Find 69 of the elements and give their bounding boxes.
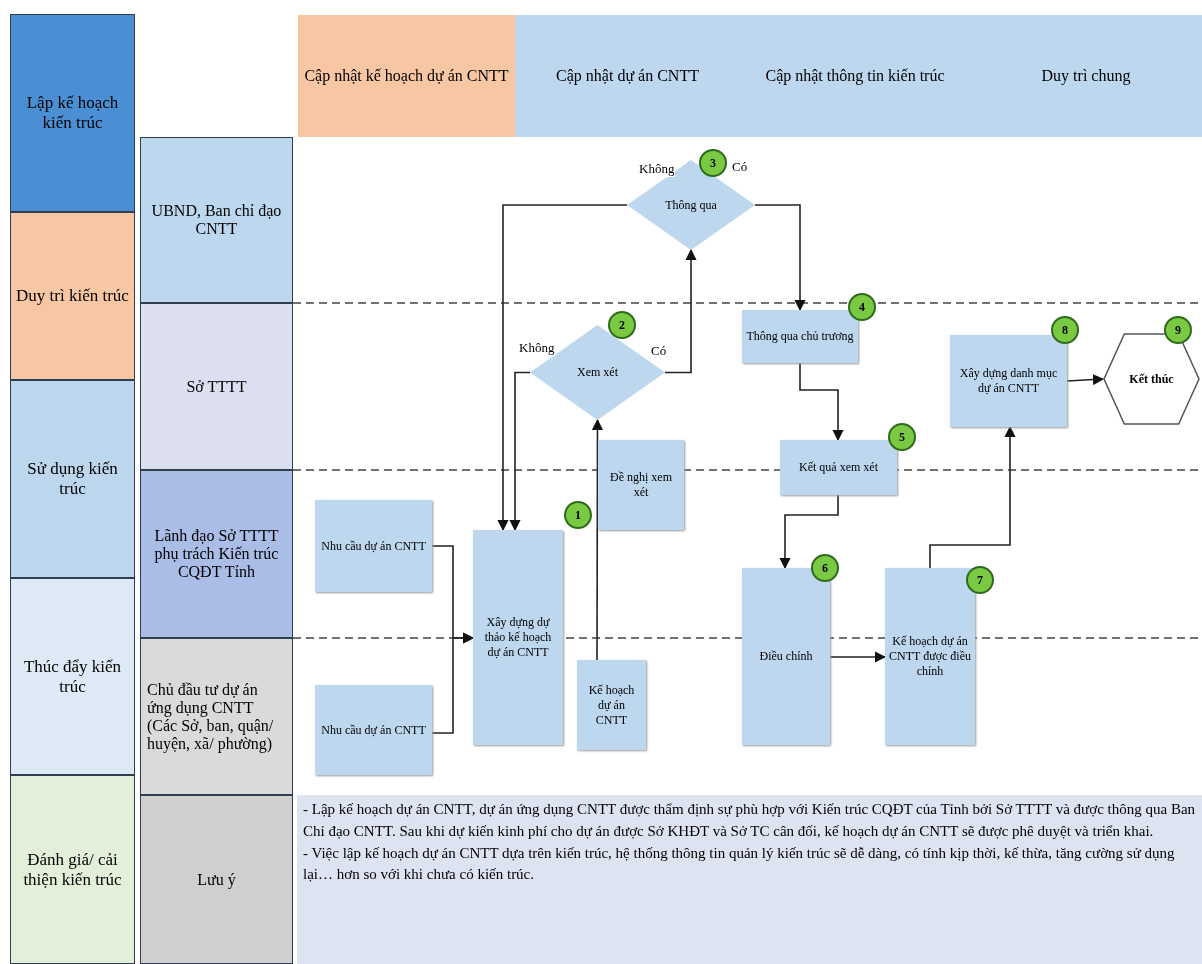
phase-label: Sử dụng kiến trúc — [26, 459, 119, 499]
lane-label: UBND, Ban chỉ đạo CNTT — [150, 202, 283, 238]
phase-band — [10, 578, 135, 775]
phase-label: Lập kế hoạch kiến trúc — [25, 93, 120, 133]
arrow — [497, 204, 628, 532]
diamond-label: Xem xét — [577, 365, 618, 380]
lane-label: Lãnh đạo Sở TTTT phụ trách Kiến trúc CQĐT Tỉnh — [153, 527, 280, 581]
box-label: Nhu cầu dự án CNTT — [321, 722, 426, 738]
arrow — [799, 362, 844, 442]
box-label: Điều chỉnh — [759, 649, 813, 664]
step-number-badge: 3 — [699, 149, 727, 177]
box-label: Kế hoạch dự án CNTT được điều chỉnh — [889, 634, 971, 679]
phase-band — [10, 380, 135, 578]
arrow — [1066, 373, 1105, 386]
lane-header — [140, 795, 293, 964]
lane-header — [140, 470, 293, 638]
step-number-badge: 6 — [811, 554, 839, 582]
note-paragraph: - Lập kế hoạch dự án CNTT, dự án ứng dụng CNTT được thẩm định sự phù hợp với Kiến trúc CQĐT của Tỉnh bởi Sở TTTT và được thông qua Ban Chỉ đạo CNTT. Sau khi dự kiến kinh phí cho dự án được Sở KHĐT và Sở TC cân đối, kế hoạch dự án CNTT sẽ được phê duyệt và triển khai. — [303, 800, 1196, 841]
box-label: Xây dựng danh mục dự án CNTT — [958, 366, 1059, 396]
header-label: Cập nhật kế hoạch dự án CNTT — [304, 67, 509, 85]
process-box — [577, 660, 646, 750]
terminator-label: Kết thúc — [1129, 371, 1174, 387]
step-number-badge: 9 — [1164, 316, 1192, 344]
box-label: Kế hoạch dự án CNTT — [587, 682, 636, 728]
step-number-badge: 7 — [966, 566, 994, 594]
edge-label: Không — [518, 340, 556, 356]
lane-label: Lưu ý — [197, 870, 236, 889]
box-label: Nhu cầu dự án CNTT — [321, 538, 426, 554]
process-box — [315, 500, 432, 592]
step-number-badge: 4 — [848, 293, 876, 321]
step-number-badge: 1 — [564, 501, 592, 529]
box-label: Xây dựng dự thảo kế hoạch dự án CNTT — [483, 615, 553, 660]
header-label: Cập nhật dự án CNTT — [556, 67, 699, 85]
process-box — [598, 440, 684, 530]
arrow — [509, 371, 531, 532]
lane-header — [140, 638, 293, 795]
lane-header — [140, 303, 293, 470]
column-header — [970, 15, 1202, 137]
header-label: Cập nhật thông tin kiến trúc — [765, 67, 945, 85]
arrow — [591, 418, 604, 661]
arrow — [664, 248, 697, 374]
arrow — [779, 494, 839, 570]
lane-label: Sở TTTT — [186, 377, 247, 396]
edge-label: Không — [638, 161, 676, 177]
note-paragraph: - Việc lập kế hoạch dự án CNTT dựa trên kiến trúc, hệ thống thông tin quản lý kiến trúc sẽ dễ dàng, có tính kịp thời, kế thừa, tăng cường sử dụng lại… hơn so với khi chưa có kiến trúc. — [303, 843, 1176, 885]
step-number-badge: 8 — [1051, 316, 1079, 344]
phase-band — [10, 775, 135, 964]
phase-label: Đánh giá/ cải thiện kiến trúc — [22, 849, 123, 890]
arrow — [754, 204, 806, 312]
box-label: Đề nghị xem xét — [609, 470, 673, 500]
header-label: Duy trì chung — [1041, 67, 1131, 85]
box-label: Thông qua chủ trương — [746, 329, 854, 344]
column-header — [298, 15, 515, 137]
phase-band — [10, 212, 135, 380]
lane-header — [140, 137, 293, 303]
step-number-badge: 2 — [608, 311, 636, 339]
arrow — [431, 632, 475, 734]
diamond-label: Thông qua — [665, 197, 717, 213]
arrow — [829, 651, 887, 663]
phase-label: Duy trì kiến trúc — [16, 286, 129, 306]
lane-label: Chủ đầu tư dự án ứng dụng CNTT (Các Sở, ban, quận/ huyện, xã/ phường) — [147, 680, 275, 753]
process-box — [315, 685, 432, 775]
note-panel — [297, 795, 1202, 964]
column-header — [515, 15, 740, 137]
box-label: Kết quả xem xét — [799, 460, 878, 475]
arrow — [929, 425, 1016, 569]
phase-label: Thúc đẩy kiến trúc — [22, 656, 123, 697]
step-number-badge: 5 — [888, 423, 916, 451]
phase-band — [10, 14, 135, 212]
